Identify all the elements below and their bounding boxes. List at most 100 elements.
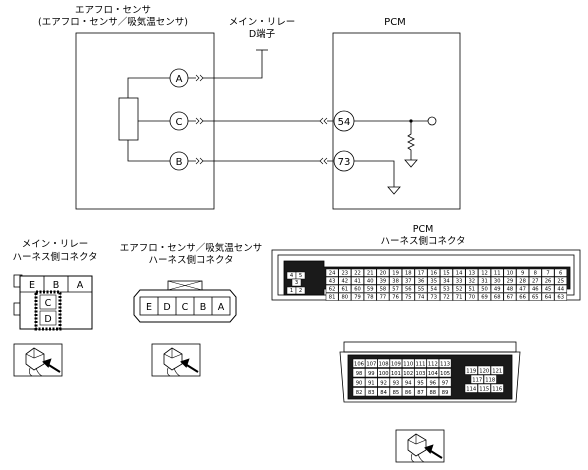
- pcm2-pin-109-label: 109: [391, 362, 401, 368]
- pcm2-pin-112: 112: [426, 358, 440, 368]
- pcm2-pin-103-label: 103: [416, 371, 426, 377]
- pcm1-pin-37-label: 37: [405, 279, 412, 285]
- pcm1-pin-50: 50: [478, 284, 491, 293]
- pcm1-pin-66-label: 66: [519, 295, 526, 301]
- pcm2-pin-104: 104: [426, 368, 440, 378]
- sensor-element: [118, 97, 139, 141]
- pcm1-pin-48-label: 48: [507, 287, 514, 293]
- pcm1-pin-7: 7: [541, 268, 555, 277]
- pcm2-pin-121: 121: [490, 365, 504, 375]
- pcm1-pin-75-label: 75: [405, 295, 412, 301]
- pcm1-pin-19: 19: [389, 268, 402, 277]
- pcm2-pin-117-label: 117: [472, 378, 482, 384]
- pcm1-pin-3: 3: [291, 278, 302, 287]
- pcm1-pin-37: 37: [401, 276, 415, 285]
- pcm2-pin-96: 96: [426, 377, 440, 387]
- pcm1-pin-51: 51: [465, 284, 479, 293]
- pcm1-pin-2-label: 2: [299, 288, 302, 294]
- pcm1-pin-7-label: 7: [546, 271, 549, 277]
- pcm2-pin-82-label: 82: [356, 390, 363, 396]
- relay-connector-label-2: ハーネス側コネクタ: [12, 251, 97, 263]
- pcm1-pin-81-label: 81: [329, 295, 336, 301]
- pcm1-pin-61: 61: [338, 284, 352, 293]
- pcm1-pin-6-label: 6: [559, 271, 562, 277]
- pcm1-pin-78-label: 78: [367, 295, 374, 301]
- pcm2-pin-84-label: 84: [380, 390, 387, 396]
- probe-icon-pcm: [395, 429, 445, 463]
- connector-mark-54: [319, 117, 328, 125]
- pcm1-pin-50-label: 50: [481, 287, 488, 293]
- pcm1-pin-44: 44: [554, 284, 568, 293]
- pcm1-pin-9-label: 9: [521, 271, 524, 277]
- pcm1-pin-73-label: 73: [430, 295, 437, 301]
- pcm1-pin-74-label: 74: [418, 295, 425, 301]
- pcm2-pin-89-label: 89: [442, 390, 449, 396]
- relay-pin-e: E: [29, 280, 35, 291]
- pcm2-pin-84: 84: [377, 387, 390, 397]
- pcm1-pin-20-label: 20: [380, 271, 387, 277]
- pcm1-pin-9: 9: [516, 268, 529, 277]
- pcm1-pin-67: 67: [503, 292, 517, 301]
- pcm1-pin-63-label: 63: [557, 295, 564, 301]
- pcm1-pin-16-label: 16: [430, 271, 437, 277]
- sensor-title-line1: エアフロ・センサ: [75, 5, 151, 16]
- pcm1-pin-22: 22: [351, 268, 364, 277]
- pcm1-pin-30-label: 30: [494, 279, 501, 285]
- pcm2-pin-111-label: 111: [416, 362, 426, 368]
- pcm1-pin-32-label: 32: [468, 279, 475, 285]
- pcm1-pin-74: 74: [414, 292, 428, 301]
- af-pin-c: C: [182, 302, 189, 313]
- ground-symbol-1: [404, 159, 418, 168]
- af-pin-d: D: [163, 302, 170, 313]
- pcm1-pin-61-label: 61: [341, 287, 348, 293]
- pcm2-pin-108: 108: [377, 358, 390, 368]
- ground-symbol-2: [387, 186, 401, 195]
- pcm1-pin-66: 66: [516, 292, 529, 301]
- pcm1-pin-71-label: 71: [456, 295, 463, 301]
- pcm1-pin-33: 33: [452, 276, 466, 285]
- pcm2-pin-110-label: 110: [403, 362, 413, 368]
- pcm1-pin-35-label: 35: [430, 279, 437, 285]
- pcm1-pin-45-label: 45: [545, 287, 552, 293]
- af-connector-label-1: エアフロ・センサ／吸気温センサ: [120, 242, 263, 254]
- pcm2-pin-96-label: 96: [429, 381, 436, 387]
- pcm2-pin-113-label: 113: [440, 362, 450, 368]
- pcm1-pin-60: 60: [351, 284, 364, 293]
- pcm1-pin-57: 57: [389, 284, 402, 293]
- pcm1-pin-1: 1: [286, 286, 297, 295]
- pcm1-pin-26: 26: [541, 276, 555, 285]
- pcm2-pin-106: 106: [352, 358, 366, 368]
- pcm1-pin-68-label: 68: [494, 295, 501, 301]
- pcm1-pin-54: 54: [427, 284, 441, 293]
- pcm-internal-line-73: [354, 160, 395, 187]
- pcm-connector-label-1: PCM: [413, 224, 434, 235]
- pcm2-pin-105: 105: [438, 368, 452, 378]
- pcm1-pin-17-label: 17: [418, 271, 425, 277]
- pcm2-pin-95: 95: [414, 377, 427, 387]
- pcm1-pin-8: 8: [528, 268, 542, 277]
- pcm1-pin-25-label: 25: [557, 279, 564, 285]
- pcm2-pin-102: 102: [401, 368, 415, 378]
- pin-label-a: A: [176, 74, 183, 85]
- pcm2-pin-115: 115: [477, 383, 491, 393]
- pcm1-pin-11-label: 11: [494, 271, 501, 277]
- pcm1-pin-69: 69: [478, 292, 491, 301]
- pcm1-pin-6: 6: [554, 268, 568, 277]
- pcm2-pin-82: 82: [352, 387, 366, 397]
- pcm2-pin-85-label: 85: [393, 390, 400, 396]
- pcm1-pin-31-label: 31: [481, 279, 488, 285]
- pcm2-pin-87: 87: [414, 387, 427, 397]
- pcm2-pin-92: 92: [377, 377, 390, 387]
- af-pin-e: E: [146, 302, 152, 313]
- pcm2-pin-93: 93: [389, 377, 403, 387]
- pcm1-pin-38-label: 38: [392, 279, 399, 285]
- connector-mark-b: [195, 157, 204, 165]
- pcm-pin-label-73: 73: [338, 157, 351, 168]
- pcm2-pin-120: 120: [477, 365, 491, 375]
- pcm1-pin-14-label: 14: [456, 271, 463, 277]
- pcm2-pin-97-label: 97: [442, 381, 449, 387]
- pcm1-pin-19-label: 19: [392, 271, 399, 277]
- pcm1-pin-70: 70: [465, 292, 479, 301]
- pcm1-pin-27: 27: [528, 276, 542, 285]
